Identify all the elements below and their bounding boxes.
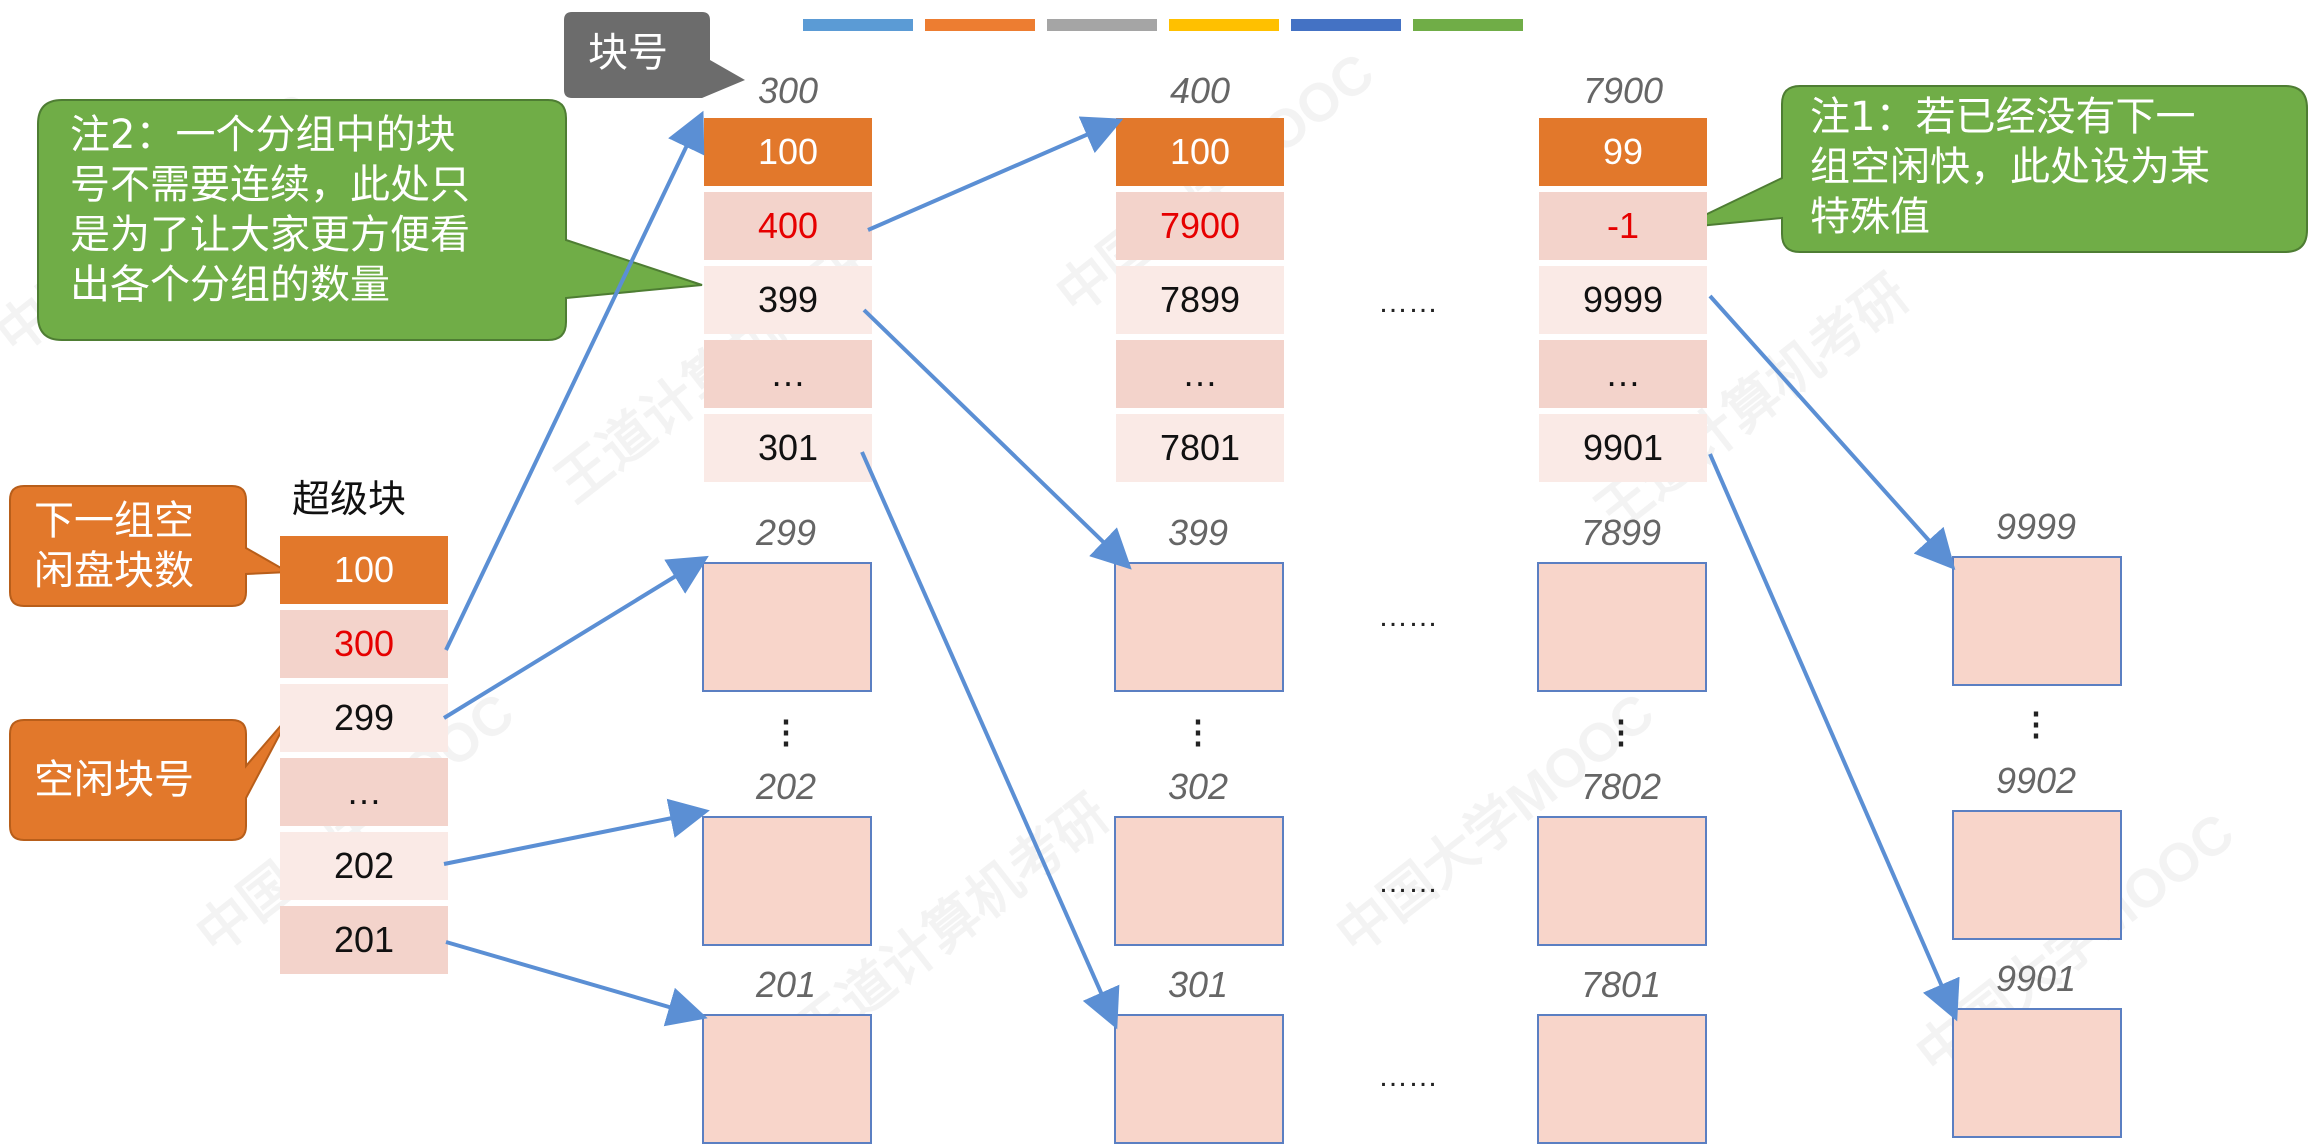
note2-line: 号不需要连续，此处只 (70, 162, 470, 208)
group-cell: 7900 (1116, 192, 1284, 260)
free-block-label: 399 (1167, 512, 1229, 553)
superblock-cell: 202 (280, 832, 448, 900)
arrow-7900-to-9901 (1708, 453, 1960, 1022)
ellipsis: …… (1378, 600, 1438, 633)
arrow-7900-to-9999 (1708, 294, 1956, 570)
arrow-superblock-to-202 (443, 798, 710, 866)
block-no-callout-shape (564, 12, 745, 98)
next-count-callout-shape (9, 485, 292, 607)
vertical-ellipsis: ⋮ (1605, 714, 1637, 750)
free-block-label: 201 (755, 964, 817, 1005)
vertical-ellipsis: ⋮ (770, 714, 802, 750)
theme-color-bar (1413, 19, 1523, 31)
next-count-text: 下一组空 闲盘块数 (34, 496, 194, 596)
superblock-cell: 201 (280, 906, 448, 974)
note1-line: 注1：若已经没有下一 (1810, 94, 2196, 140)
note2-text: 注2：一个分组中的块 号不需要连续，此处只 是为了让大家更方便看 出各个分组的数… (70, 110, 470, 310)
theme-color-bar (1291, 19, 1401, 31)
block-no-label: 块号 (588, 30, 668, 76)
free-block-label: 9902 (1995, 760, 2077, 801)
group-cell: 7801 (1116, 414, 1284, 482)
arrow-300-to-399 (862, 308, 1132, 570)
free-block (1114, 562, 1284, 692)
free-block (1952, 1008, 2122, 1138)
free-block (1537, 1014, 1707, 1144)
free-block-label: 9901 (1995, 958, 2077, 999)
group-block-label: 300 (757, 70, 819, 111)
arrow-superblock-to-299 (442, 555, 709, 720)
group-cell: … (1116, 340, 1284, 408)
free-block-label: 202 (755, 766, 817, 807)
arrow-superblock-to-201 (445, 940, 708, 1027)
note2-callout-shape (37, 99, 703, 341)
vertical-ellipsis: ⋮ (1182, 714, 1214, 750)
superblock-title: 超级块 (292, 477, 407, 521)
note2-line: 出各个分组的数量 (70, 262, 390, 308)
group-cell: 9901 (1539, 414, 1707, 482)
group-block-label: 400 (1169, 70, 1231, 111)
group-cell: 399 (704, 266, 872, 334)
superblock-count-cell: 100 (280, 536, 448, 604)
group-cell: 9999 (1539, 266, 1707, 334)
free-block (702, 562, 872, 692)
group-count-cell: 100 (704, 118, 872, 186)
group-block-label: 7900 (1582, 70, 1664, 111)
free-block (1114, 1014, 1284, 1144)
group-count-cell: 100 (1116, 118, 1284, 186)
note1-text: 注1：若已经没有下一 组空闲快，此处设为某 特殊值 (1810, 92, 2210, 242)
group-cell: 301 (704, 414, 872, 482)
note1-line: 特殊值 (1810, 194, 1930, 240)
group-cell: -1 (1539, 192, 1707, 260)
group-count-cell: 99 (1539, 118, 1707, 186)
free-block-label: 7899 (1580, 512, 1662, 553)
ellipsis: …… (1378, 1060, 1438, 1093)
free-block (1114, 816, 1284, 946)
vertical-ellipsis: ⋮ (2020, 706, 2052, 742)
ellipsis: …… (1378, 286, 1438, 319)
free-block-label: 302 (1167, 766, 1229, 807)
free-block (1537, 816, 1707, 946)
free-block (702, 1014, 872, 1144)
superblock-cell: 300 (280, 610, 448, 678)
group-cell: 400 (704, 192, 872, 260)
free-block (702, 816, 872, 946)
theme-color-bar (803, 19, 913, 31)
free-block-label: 7802 (1580, 766, 1662, 807)
free-block-label: 299 (755, 512, 817, 553)
next-count-line: 闲盘块数 (34, 548, 194, 594)
note1-callout-shape (1677, 85, 2308, 253)
arrow-superblock-to-300 (444, 110, 705, 651)
free-no-label: 空闲块号 (34, 757, 194, 803)
superblock-cell: … (280, 758, 448, 826)
free-block (1537, 562, 1707, 692)
next-count-line: 下一组空 (34, 498, 194, 544)
free-block-label: 9999 (1995, 506, 2077, 547)
free-block (1952, 810, 2122, 940)
arrow-300-to-400 (867, 116, 1124, 232)
arrow-300-to-301 (860, 451, 1120, 1030)
free-no-callout-shape (9, 714, 291, 841)
free-block (1952, 556, 2122, 686)
superblock-cell: 299 (280, 684, 448, 752)
free-block-label: 301 (1167, 964, 1229, 1005)
theme-color-bar (1047, 19, 1157, 31)
note2-line: 是为了让大家更方便看 (70, 212, 470, 258)
group-cell: 7899 (1116, 266, 1284, 334)
theme-color-bar (925, 19, 1035, 31)
note2-line: 注2：一个分组中的块 (70, 112, 456, 158)
group-cell: … (704, 340, 872, 408)
free-block-label: 7801 (1580, 964, 1662, 1005)
theme-color-bar (1169, 19, 1279, 31)
group-cell: … (1539, 340, 1707, 408)
note1-line: 组空闲快，此处设为某 (1810, 144, 2210, 190)
ellipsis: …… (1378, 866, 1438, 899)
